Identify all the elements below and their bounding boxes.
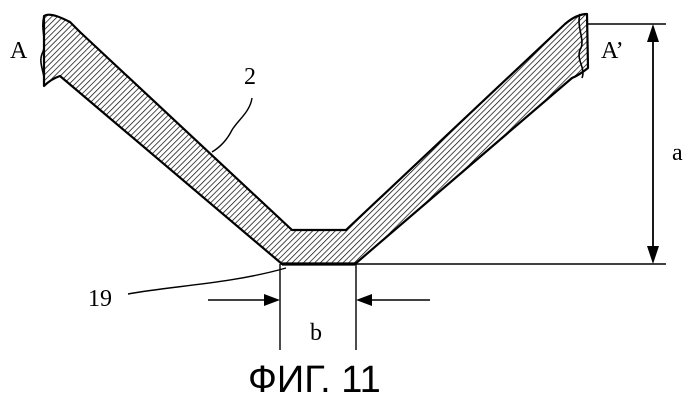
height-arrow-up xyxy=(647,24,659,42)
label-part-2: 2 xyxy=(244,64,256,90)
label-part-19: 19 xyxy=(88,286,112,312)
label-a-right: A’ xyxy=(601,38,624,64)
height-arrow-down xyxy=(647,246,659,264)
leader-line-19 xyxy=(128,268,286,294)
width-arrow-right-head xyxy=(356,294,372,306)
width-arrow-left-head xyxy=(264,294,280,306)
label-a-left: A xyxy=(10,38,28,64)
label-height-a: a xyxy=(672,140,683,166)
v-shaped-member xyxy=(44,14,588,264)
leader-line-2 xyxy=(212,98,252,152)
figure-caption: ФИГ. 11 xyxy=(248,359,381,401)
label-width-b: b xyxy=(310,320,322,346)
